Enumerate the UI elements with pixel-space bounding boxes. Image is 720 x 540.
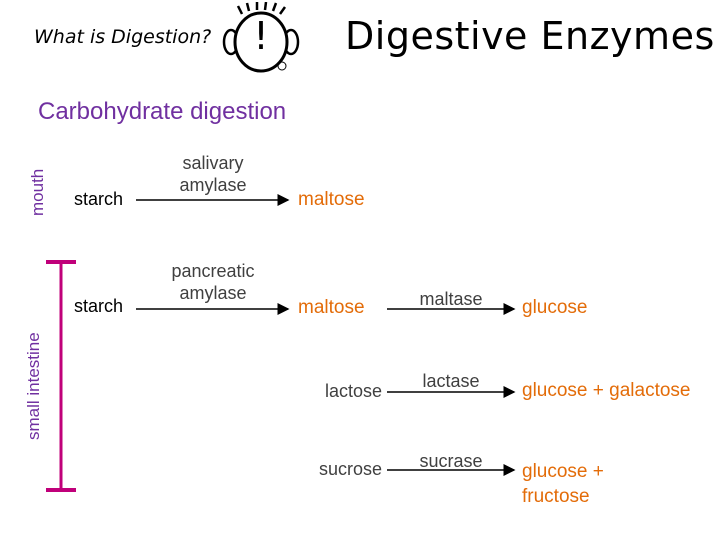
pancreatic-enzyme-line1: pancreatic <box>171 261 255 281</box>
what-is-digestion-link[interactable]: What is Digestion? <box>34 26 212 48</box>
salivary-enzyme-line1: salivary <box>182 153 244 173</box>
mouth-substrate: starch <box>74 189 124 209</box>
lactose-substrate: lactose <box>324 381 382 401</box>
salivary-enzyme-line2: amylase <box>179 175 247 195</box>
intestine-substrate: starch <box>74 296 124 316</box>
maltose-product: glucose <box>522 297 588 318</box>
mouth-product: maltose <box>298 189 365 210</box>
maltase-enzyme: maltase <box>419 289 483 309</box>
logo-icon <box>222 1 300 76</box>
sucrase-enzyme: sucrase <box>419 451 483 471</box>
intestine-product: maltose <box>298 297 365 318</box>
page-title: Digestive Enzymes <box>345 14 715 58</box>
lactase-enzyme: lactase <box>422 371 480 391</box>
sucrose-product-line1: glucose + <box>522 461 604 482</box>
sucrose-product-line2: fructose <box>522 486 590 507</box>
section-heading: Carbohydrate digestion <box>38 98 287 125</box>
pancreatic-enzyme-line2: amylase <box>179 283 247 303</box>
sucrose-substrate: sucrose <box>318 459 382 479</box>
lactose-product: glucose + galactose <box>522 380 691 401</box>
logo-exclamation: ! <box>253 14 269 58</box>
